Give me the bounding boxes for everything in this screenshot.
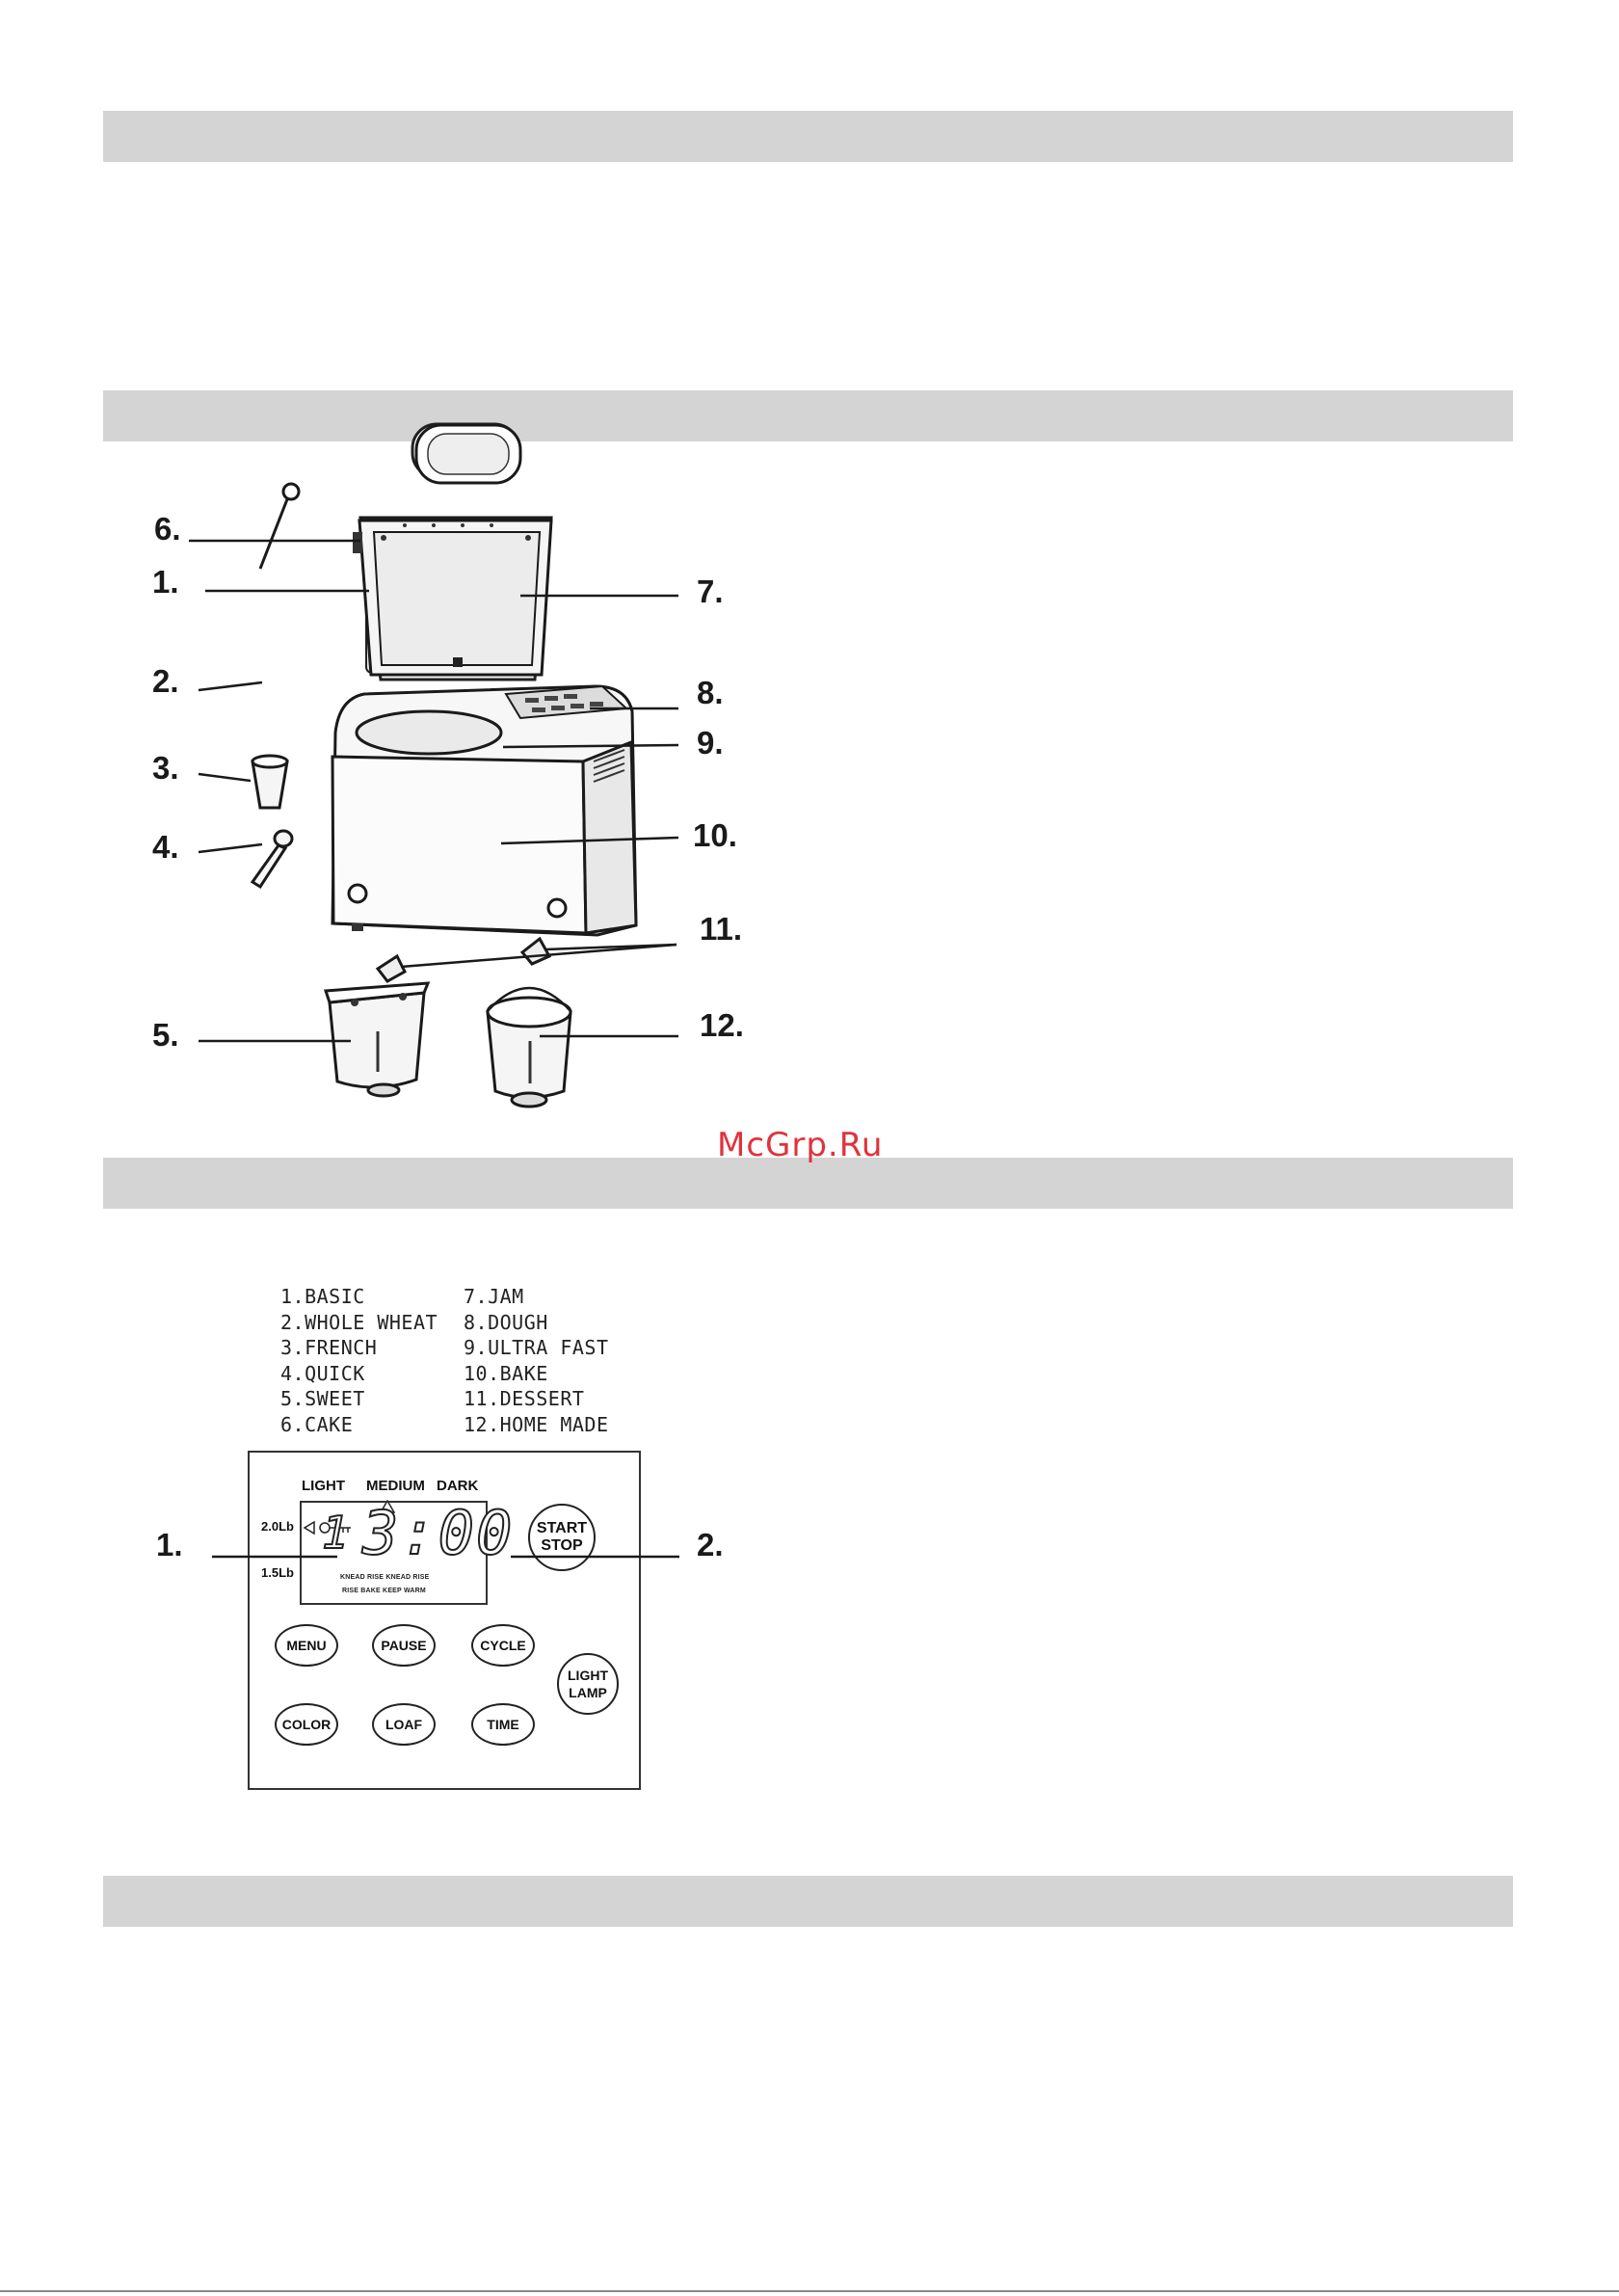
stop-label: STOP: [541, 1537, 583, 1554]
callout-12: 12.: [700, 1007, 744, 1043]
program-item: 8.DOUGH: [464, 1310, 548, 1334]
program-item: 9.ULTRA FAST: [464, 1336, 609, 1359]
crust-label-medium: MEDIUM: [366, 1478, 425, 1494]
callout-6: 6.: [154, 511, 181, 547]
lcd-program-number: 1: [321, 1506, 351, 1560]
loaf-button[interactable]: LOAF: [372, 1703, 436, 1746]
lcd-status-bottom: RISE BAKE KEEP WARM: [342, 1588, 426, 1594]
time-button[interactable]: TIME: [471, 1703, 535, 1746]
program-item: 5.SWEET: [280, 1387, 365, 1410]
crust-indicator-icon: [380, 1500, 395, 1513]
section-header-bar-2: [103, 390, 1513, 441]
callout-1: 1.: [152, 564, 179, 600]
callout-2: 2.: [152, 663, 179, 699]
bread-maker-diagram: [189, 422, 679, 1108]
color-button[interactable]: COLOR: [275, 1703, 338, 1746]
callout-4: 4.: [152, 829, 179, 865]
program-item: 1.BASIC: [280, 1285, 365, 1308]
program-item: 10.BAKE: [464, 1361, 548, 1385]
callout-10: 10.: [693, 817, 737, 853]
program-item: 7.JAM: [464, 1285, 524, 1308]
section-header-bar-1: [103, 111, 1513, 162]
weight-label-2lb: 2.0Lb: [261, 1519, 294, 1534]
program-item: 2.WHOLE WHEAT: [280, 1310, 438, 1334]
callout-8: 8.: [697, 675, 724, 710]
timer-key-icon: [319, 1522, 351, 1534]
callout-9: 9.: [697, 725, 724, 761]
callout-3: 3.: [152, 750, 179, 786]
weight-label-1-5lb: 1.5Lb: [261, 1565, 294, 1580]
callout-11: 11.: [700, 911, 743, 947]
crust-label-dark: DARK: [437, 1478, 479, 1494]
callout-7: 7.: [697, 574, 724, 609]
panel-callout-2: 2.: [697, 1527, 724, 1562]
pause-button[interactable]: PAUSE: [372, 1624, 436, 1667]
watermark-text: McGrp.Ru: [717, 1126, 884, 1164]
section-header-bar-4: [103, 1876, 1513, 1927]
crust-label-light: LIGHT: [302, 1478, 345, 1494]
lamp-label: LAMP: [569, 1685, 607, 1700]
light-label: LIGHT: [568, 1668, 608, 1683]
light-lamp-button[interactable]: LIGHT LAMP: [557, 1653, 619, 1715]
lcd-display: [300, 1501, 488, 1605]
menu-button[interactable]: MENU: [275, 1624, 338, 1667]
callout-5: 5.: [152, 1017, 179, 1053]
program-list-left: 1.BASIC 2.WHOLE WHEAT 3.FRENCH 4.QUICK 5…: [280, 1284, 438, 1437]
program-item: 3.FRENCH: [280, 1336, 378, 1359]
weight-pointer-icon: [303, 1521, 315, 1535]
cycle-button[interactable]: CYCLE: [471, 1624, 535, 1667]
lcd-time: 3:00: [361, 1497, 515, 1569]
control-panel: [248, 1451, 641, 1790]
program-item: 6.CAKE: [280, 1412, 354, 1436]
section-header-bar-3: [103, 1158, 1513, 1209]
panel-callout-1: 1.: [156, 1527, 183, 1562]
program-item: 11.DESSERT: [464, 1387, 585, 1410]
start-label: START: [536, 1520, 588, 1536]
program-list-right: 7.JAM 8.DOUGH 9.ULTRA FAST 10.BAKE 11.DE…: [464, 1284, 609, 1437]
program-item: 4.QUICK: [280, 1361, 365, 1385]
program-item: 12.HOME MADE: [464, 1412, 609, 1436]
lcd-status-top: KNEAD RISE KNEAD RISE: [340, 1574, 430, 1581]
page-bottom-rule: [0, 2290, 1619, 2292]
